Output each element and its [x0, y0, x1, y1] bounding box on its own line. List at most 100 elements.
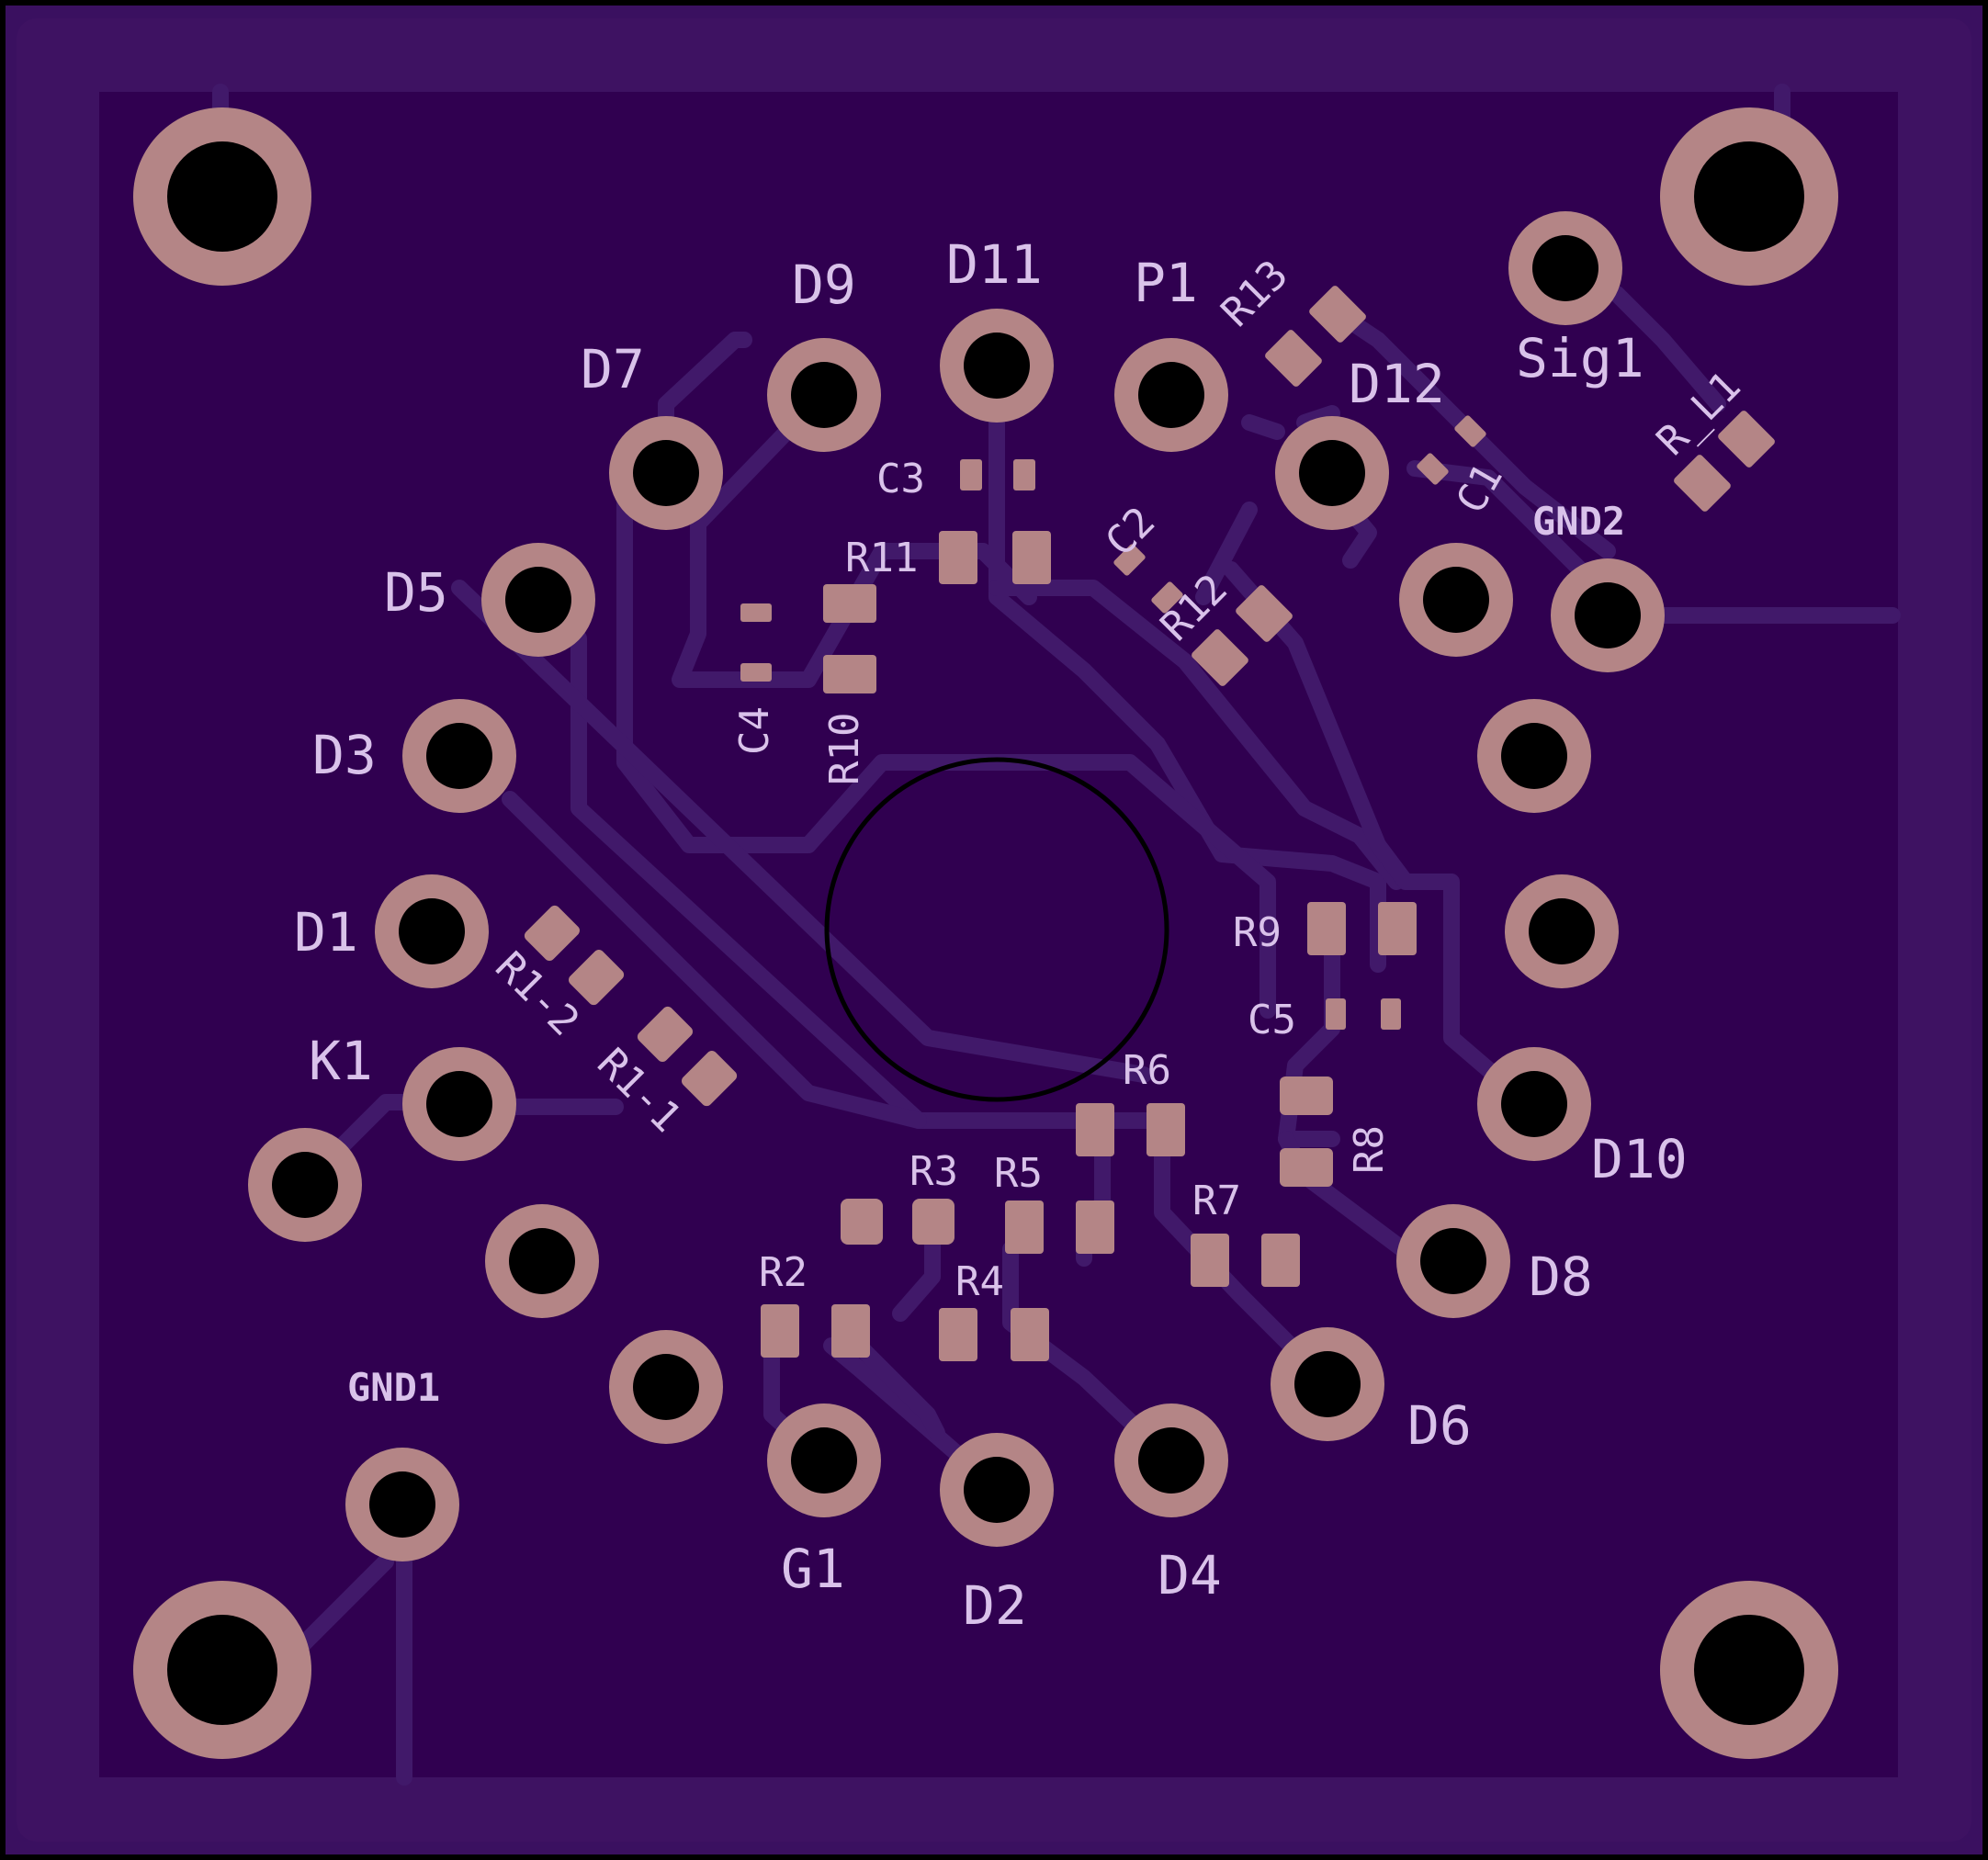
smd-c3-pad — [960, 459, 982, 490]
smd-r7-pad — [1191, 1234, 1229, 1287]
label-d3: D3 — [312, 724, 377, 786]
smd-c1 — [1417, 415, 1486, 485]
trace — [1223, 561, 1524, 1101]
label-d2: D2 — [963, 1574, 1027, 1637]
drill — [633, 440, 699, 506]
drill — [509, 1228, 575, 1294]
smd-r2-pad — [761, 1304, 799, 1358]
drill — [426, 723, 492, 789]
smd-r5-pad — [1005, 1201, 1044, 1254]
drill — [1138, 1427, 1204, 1494]
drill — [1138, 362, 1204, 428]
smd-r12-pad — [1192, 629, 1248, 686]
smd-c3-pad — [1013, 459, 1035, 490]
label-gnd1: GND1 — [347, 1365, 440, 1410]
label-d10: D10 — [1591, 1128, 1688, 1190]
drill — [1532, 235, 1598, 301]
label-c3: C3 — [876, 456, 925, 502]
smd-r12 — [1192, 585, 1293, 686]
label-r5: R5 — [994, 1150, 1043, 1197]
smd-r3-pad — [912, 1199, 954, 1245]
smd-rotated — [524, 286, 1775, 1107]
smd-c1-pad — [1417, 453, 1449, 485]
drill — [964, 333, 1030, 399]
smd-r12-pad — [1236, 585, 1293, 642]
smd-r10-pad — [823, 655, 876, 693]
smd-r7-pad — [1261, 1234, 1300, 1287]
trace — [451, 580, 1152, 1083]
mounting-hole-drill — [1694, 1615, 1804, 1725]
smd-pads — [740, 459, 1417, 1361]
label-g1: G1 — [781, 1538, 845, 1600]
drill — [791, 362, 857, 428]
drill — [1420, 1228, 1486, 1294]
label-r4: R4 — [955, 1258, 1004, 1305]
trace — [1609, 286, 1726, 412]
mounting-hole-drill — [1694, 141, 1804, 252]
drill — [1299, 440, 1365, 506]
mounting-hole-drill — [167, 1615, 277, 1725]
drill — [1501, 1071, 1567, 1137]
mounting-hole-drill — [167, 141, 277, 252]
label-r3: R3 — [909, 1148, 958, 1195]
drill — [399, 898, 465, 964]
smd-r1-2-pad — [569, 950, 625, 1006]
smd-r4-pad — [939, 1308, 977, 1361]
label-d12: D12 — [1349, 353, 1445, 415]
label-r7: R7 — [1192, 1178, 1241, 1224]
drill — [1423, 567, 1489, 633]
label-p1: P1 — [1134, 252, 1198, 314]
smd-r11-pad — [1012, 531, 1051, 584]
label-d5: D5 — [384, 561, 448, 624]
drill — [369, 1471, 435, 1538]
trace — [502, 791, 927, 1129]
label-r11: R11 — [845, 535, 918, 581]
drill — [964, 1457, 1030, 1523]
trace — [988, 580, 1405, 890]
label-r9: R9 — [1233, 909, 1282, 956]
smd-r6-pad — [1076, 1103, 1114, 1156]
label-c5: C5 — [1248, 997, 1296, 1043]
smd-r1-1-pad — [682, 1051, 738, 1107]
trace — [1195, 502, 1258, 605]
smd-c4-pad — [740, 663, 772, 682]
trace — [851, 1337, 945, 1441]
smd-r1-1 — [637, 1006, 738, 1107]
smd-r10-pad — [823, 584, 876, 623]
label-k1: K1 — [309, 1030, 373, 1092]
label-r6: R6 — [1123, 1047, 1171, 1094]
label-d4: D4 — [1158, 1544, 1222, 1606]
label-r2: R2 — [759, 1249, 808, 1296]
smd-r-l1-pad — [1718, 411, 1775, 468]
smd-r9-pad — [1378, 902, 1417, 955]
smd-r13-pad — [1265, 330, 1322, 387]
smd-c2-pad — [1151, 581, 1183, 614]
smd-r4-pad — [1011, 1308, 1049, 1361]
smd-r9-pad — [1307, 902, 1346, 955]
label-d1: D1 — [294, 901, 358, 964]
label-gnd2: GND2 — [1532, 499, 1625, 544]
drill — [1529, 898, 1595, 964]
through-hole-drills — [272, 235, 1641, 1538]
drill — [633, 1354, 699, 1420]
smd-c2 — [1113, 544, 1183, 614]
trace — [570, 630, 1157, 1129]
smd-r8-pad — [1280, 1148, 1333, 1187]
drill — [272, 1152, 338, 1218]
label-sig1: Sig1 — [1516, 327, 1644, 389]
label-d7: D7 — [581, 338, 645, 400]
label-d9: D9 — [792, 254, 856, 316]
drill — [505, 567, 571, 633]
smd-c4-pad — [740, 603, 772, 622]
smd-r-l1-pad — [1674, 455, 1731, 512]
smd-r1-1-pad — [637, 1006, 693, 1062]
smd-r3-pad — [841, 1199, 883, 1245]
smd-c2-pad — [1113, 544, 1146, 576]
smd-r5-pad — [1076, 1201, 1114, 1254]
drill — [791, 1427, 857, 1494]
label-d11: D11 — [946, 233, 1043, 296]
trace — [616, 479, 1276, 1019]
label-c4: C4 — [731, 706, 778, 755]
label-d8: D8 — [1529, 1246, 1593, 1308]
